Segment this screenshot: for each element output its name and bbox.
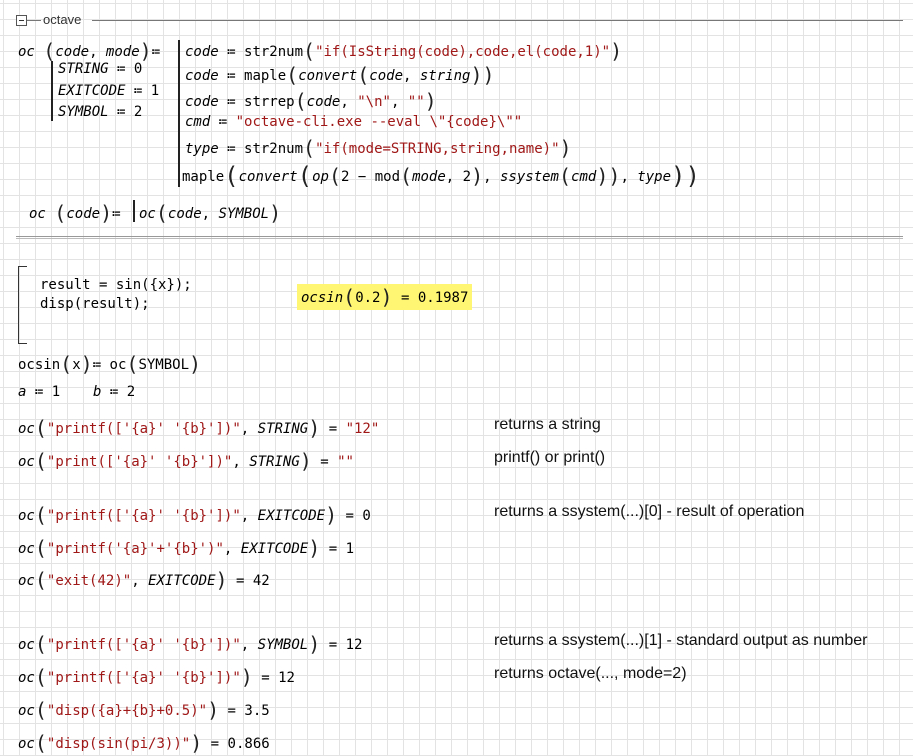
constant-symbol[interactable]: SYMBOL ≔ 2 [58,104,143,120]
comment-text[interactable]: printf() or print() [494,449,606,466]
code-line-2[interactable]: disp(result); [40,296,150,312]
assignment-a[interactable]: a ≔ 1 [18,384,61,400]
comment-text[interactable]: returns a ssystem(...)[0] - result of op… [494,503,805,520]
highlighted-result[interactable]: ocsin(0.2) = 0.1987 [297,284,473,310]
eval-row[interactable]: oc("printf('{a}'+'{b}')", EXITCODE) = 1 [18,536,354,560]
eval-row[interactable]: oc("exit(42)", EXITCODE) = 42 [18,568,270,592]
eval-row[interactable]: oc("print(['{a}' '{b}'])", STRING) = "" [18,449,354,473]
program-line-2[interactable]: code ≔ maple(convert(code, string)) [185,63,495,87]
eval-row[interactable]: oc("disp(sin(pi/3))") = 0.866 [18,731,270,755]
program-line-3[interactable]: code ≔ strrep(code, "\n", "") [185,89,437,113]
eval-row[interactable]: oc("printf(['{a}' '{b}'])", STRING) = "1… [18,416,380,440]
eval-row[interactable]: oc("printf(['{a}' '{b}'])") = 12 [18,665,295,689]
region-collapse-toggle[interactable] [16,15,27,26]
function-definition-short-body[interactable]: oc(code, SYMBOL) [139,201,282,225]
program-bracket [133,200,135,222]
program-bracket [51,61,53,121]
code-block-frame[interactable] [18,266,29,344]
region-line [92,20,903,21]
comment-text[interactable]: returns a string [494,416,601,433]
program-line-5[interactable]: type ≔ str2num("if(mode=STRING,string,na… [185,136,572,160]
program-line-1[interactable]: code ≔ str2num("if(IsString(code),code,e… [185,39,623,63]
comment-text[interactable]: returns octave(..., mode=2) [494,665,687,682]
code-line-1[interactable]: result = sin({x}); [40,277,192,293]
program-bracket [178,40,180,187]
region-end-divider [16,236,903,239]
program-line-6[interactable]: maple(convert(op(2 − mod(mode, 2), ssyst… [182,162,700,190]
comment-text[interactable]: returns a ssystem(...)[1] - standard out… [494,632,868,649]
constant-exitcode[interactable]: EXITCODE ≔ 1 [58,83,160,99]
eval-row[interactable]: oc("printf(['{a}' '{b}'])", EXITCODE) = … [18,503,371,527]
region-title: octave [43,12,82,27]
ocsin-definition[interactable]: ocsin(x)≔ oc(SYMBOL) [18,352,202,376]
function-definition-header[interactable]: oc (code, mode)≔ [18,39,161,63]
program-line-4[interactable]: cmd ≔ "octave-cli.exe --eval \"{code}\"" [185,114,523,130]
eval-row[interactable]: oc("printf(['{a}' '{b}'])", SYMBOL) = 12 [18,632,363,656]
region-line [27,20,41,21]
function-definition-short[interactable]: oc (code)≔ [29,201,121,225]
assignment-b[interactable]: b ≔ 2 [93,384,136,400]
constant-string[interactable]: STRING ≔ 0 [58,61,143,77]
eval-row[interactable]: oc("disp({a}+{b}+0.5)") = 3.5 [18,698,270,722]
